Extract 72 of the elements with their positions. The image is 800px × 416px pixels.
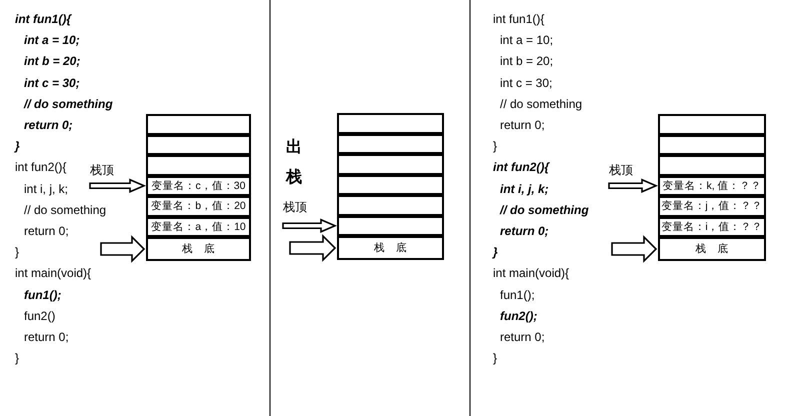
code-line: return 0;	[24, 224, 69, 238]
code-line: int fun1(){	[15, 12, 71, 26]
code-line: int main(void){	[15, 266, 92, 280]
cell-text: 变量名：a，值：10	[151, 220, 246, 234]
edge-label: 栈顶	[609, 163, 633, 177]
code-line: }	[493, 245, 498, 260]
code-line: return 0;	[500, 118, 545, 132]
stack-frame-cell	[658, 237, 766, 261]
code-line: }	[15, 245, 20, 260]
hollow-arrow	[608, 178, 658, 193]
stack-frame-cell	[658, 176, 766, 196]
edge-label: 栈顶	[283, 200, 307, 214]
cell-text: 变量名：k, 值：？？	[662, 178, 762, 193]
code-line: int fun2(){	[493, 160, 549, 174]
hollow-arrow	[89, 178, 146, 193]
code-line: fun1();	[24, 288, 62, 302]
cell-text: 栈 底	[182, 242, 215, 256]
code-line: int i, j, k;	[24, 182, 68, 196]
hollow-arrow	[282, 218, 338, 233]
code-line: fun1();	[500, 288, 535, 302]
code-line: int fun1(){	[493, 12, 544, 26]
code-line: int fun2(){	[15, 160, 66, 174]
hollow-arrow	[100, 235, 146, 263]
code-line: int a = 10;	[500, 33, 554, 48]
empty-stack-cell	[337, 113, 444, 134]
code-line: fun2()	[24, 308, 56, 323]
code-line: // do something	[500, 202, 589, 217]
hollow-arrow	[611, 235, 658, 263]
empty-stack-cell	[337, 154, 444, 174]
empty-stack-cell	[146, 134, 251, 155]
stack-frame-cell	[146, 196, 251, 216]
code-line: }	[15, 351, 20, 366]
code-line: int a = 10;	[24, 33, 80, 48]
code-line: int main(void){	[493, 266, 570, 280]
code-line: int i, j, k;	[500, 182, 549, 196]
stack-frame-cell	[337, 236, 444, 260]
vertical-heading: 出栈	[286, 138, 303, 188]
code-line: // do something	[24, 96, 113, 111]
code-line: }	[15, 139, 20, 154]
code-line: // do something	[24, 202, 106, 217]
empty-stack-cell	[658, 155, 766, 176]
code-line: int b = 20;	[500, 54, 554, 68]
empty-stack-cell	[337, 195, 444, 216]
code-line: return 0;	[24, 118, 73, 132]
empty-stack-cell	[658, 134, 766, 155]
code-line: return 0;	[500, 224, 549, 238]
empty-stack-cell	[658, 114, 766, 134]
stack-frame-cell	[146, 216, 251, 237]
empty-stack-cell	[337, 174, 444, 195]
cell-text: 栈 底	[696, 242, 728, 256]
cell-text: 变量名：b，值：20	[151, 199, 246, 214]
code-line: }	[493, 139, 498, 154]
edge-label: 栈顶	[90, 163, 114, 177]
code-line: }	[493, 351, 498, 366]
code-line: fun2();	[500, 308, 538, 323]
stack-frame-cell	[146, 237, 251, 261]
cell-text: 栈 底	[374, 241, 407, 255]
empty-stack-cell	[337, 134, 444, 154]
cell-text: 变量名：c，值：30	[152, 178, 246, 193]
code-line: return 0;	[500, 330, 545, 344]
code-line: int b = 20;	[24, 54, 80, 68]
code-line: // do something	[500, 96, 582, 111]
code-line: int c = 30;	[500, 76, 552, 90]
hollow-arrow	[289, 234, 336, 262]
empty-stack-cell	[337, 216, 444, 236]
code-line: int c = 30;	[24, 76, 80, 90]
cell-text: 变量名：i，值：？？	[661, 220, 763, 234]
stack-frame-cell	[146, 176, 251, 196]
empty-stack-cell	[146, 114, 251, 134]
code-line: return 0;	[24, 330, 69, 344]
empty-stack-cell	[146, 155, 251, 176]
cell-text: 变量名：j，值：？？	[661, 199, 763, 214]
